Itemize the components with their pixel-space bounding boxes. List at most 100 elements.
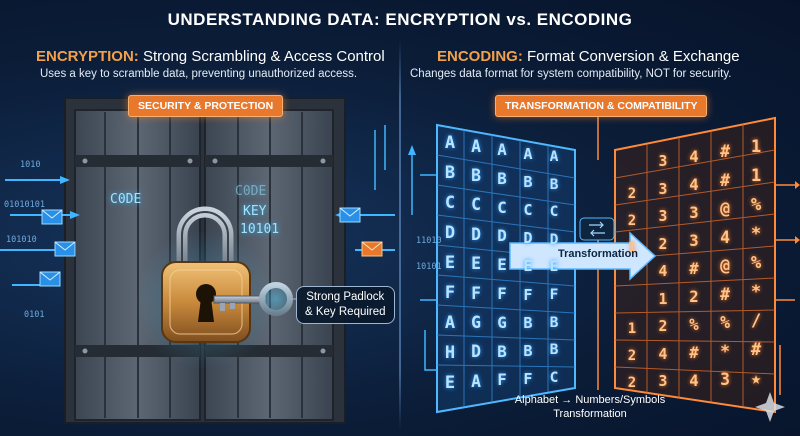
callout-line: Strong Padlock xyxy=(306,291,385,303)
alphabet-grid-cell: A xyxy=(471,136,481,156)
callout-line: & Key Required xyxy=(305,306,386,318)
symbol-grid-cell: 2 xyxy=(689,288,699,306)
alphabet-grid-cell: D xyxy=(444,223,456,243)
alphabet-grid-cell: D xyxy=(497,226,507,246)
symbol-grid-cell: # xyxy=(720,284,730,304)
binary-stream: 01010101 xyxy=(4,200,45,210)
binary-stream: 0101 xyxy=(24,310,45,320)
alphabet-grid-cell: B xyxy=(523,172,533,191)
padlock-callout: Strong Padlock & Key Required xyxy=(296,286,395,324)
symbol-grid-cell: 2 xyxy=(658,235,668,253)
symbol-grid-cell: 4 xyxy=(658,345,668,363)
symbol-grid-cell: 3 xyxy=(658,153,668,170)
alphabet-grid-cell: C xyxy=(549,203,559,221)
symbol-grid-panel xyxy=(614,116,776,414)
alphabet-grid-cell: F xyxy=(444,283,456,303)
encryption-subtitle: Uses a key to scramble data, preventing … xyxy=(40,68,358,80)
symbol-grid-cell: % xyxy=(750,253,762,273)
symbol-grid-cell: 4 xyxy=(720,227,730,247)
alphabet-grid-cell: F xyxy=(523,370,533,389)
alphabet-grid-cell: F xyxy=(471,283,481,303)
alphabet-grid-cell: E xyxy=(444,373,456,393)
sparkle-icon xyxy=(755,392,785,422)
symbol-grid-cell: 2 xyxy=(627,348,637,364)
symbol-grid-cell: 1 xyxy=(627,321,637,337)
output-arrows-orange xyxy=(775,181,800,395)
door-code-label-left: C0DE xyxy=(110,192,142,207)
alphabet-grid-cell: E xyxy=(549,258,559,276)
alphabet-grid-cell: F xyxy=(523,285,533,304)
door-code-label-right: C0DE xyxy=(235,184,267,199)
binary-stream: 10101 xyxy=(416,262,442,272)
encoding-caption: Alphabet → Numbers/Symbols Transformatio… xyxy=(500,393,680,421)
encoding-heading-accent: ENCODING: xyxy=(437,48,523,65)
alphabet-grid-panel xyxy=(436,123,576,414)
alphabet-grid-cell: D xyxy=(471,342,481,362)
caption-line: Alphabet → Numbers/Symbols xyxy=(514,394,666,406)
caption-line: Transformation xyxy=(553,408,627,420)
alphabet-grid-cell: B xyxy=(444,163,456,183)
binary-stream: 11010 xyxy=(416,236,442,246)
data-flow-arrows-right xyxy=(408,145,437,371)
symbol-grid-cell: % xyxy=(689,316,699,334)
transformation-label: Transformation xyxy=(557,248,639,260)
symbol-grid-cell: 2 xyxy=(658,318,668,335)
symbol-grid-cell: 3 xyxy=(689,232,699,250)
symbol-grid-cell: # xyxy=(720,170,730,190)
symbol-grid-cell: 4 xyxy=(658,263,668,280)
encryption-heading: ENCRYPTION: Strong Scrambling & Access C… xyxy=(36,48,385,65)
alphabet-grid-cell: E xyxy=(497,255,507,275)
symbol-grid-cell: 1 xyxy=(627,240,637,256)
symbol-grid-cell: 4 xyxy=(689,372,699,390)
alphabet-grid-cell: E xyxy=(523,257,533,276)
alphabet-grid-cell: A xyxy=(471,371,481,391)
alphabet-grid-cell: A xyxy=(523,144,533,163)
symbol-grid-cell: * xyxy=(720,341,730,361)
alphabet-grid-cell: C xyxy=(523,200,533,219)
symbol-grid-cell: 2 xyxy=(627,186,637,202)
alphabet-grid-cell: B xyxy=(523,341,533,360)
alphabet-grid-cell: E xyxy=(444,253,456,273)
encoding-heading: ENCODING: Format Conversion & Exchange xyxy=(437,48,740,65)
encoding-heading-rest: Format Conversion & Exchange xyxy=(527,48,740,65)
symbol-grid-cell: ★ xyxy=(750,369,762,389)
alphabet-grid-cell: A xyxy=(549,148,559,165)
symbol-grid-cell: % xyxy=(750,195,762,215)
symbol-grid-cell: 3 xyxy=(689,204,699,222)
symbol-grid-cell: % xyxy=(720,313,730,332)
symbol-grid-cell: 4 xyxy=(689,176,699,194)
alphabet-grid-cell: B xyxy=(497,168,507,188)
alphabet-grid-cell: B xyxy=(549,341,559,359)
door-binary-label: 10101 xyxy=(240,222,280,237)
symbol-grid-cell: 2 xyxy=(627,375,637,391)
alphabet-grid-cell: C xyxy=(497,197,507,217)
symbol-grid-cell: * xyxy=(750,224,762,244)
symbol-grid-cell: * xyxy=(750,282,762,302)
symbol-grid-cell: # xyxy=(689,344,699,362)
alphabet-grid-cell: D xyxy=(549,230,559,248)
security-badge: SECURITY & PROTECTION xyxy=(128,95,284,117)
encryption-heading-accent: ENCRYPTION: xyxy=(36,48,139,65)
alphabet-grid-cell: B xyxy=(497,341,507,361)
binary-stream: 101010 xyxy=(6,235,37,245)
symbol-grid-cell: @ xyxy=(720,199,730,218)
transformation-arrow xyxy=(509,217,657,281)
symbol-grid-cell: @ xyxy=(720,256,730,275)
door-key-label: KEY xyxy=(243,204,267,219)
symbol-grid-cell: 2 xyxy=(627,213,637,229)
alphabet-grid-cell: B xyxy=(549,313,559,331)
alphabet-grid-cell: D xyxy=(523,229,533,248)
symbol-grid-cell: 4 xyxy=(689,148,699,166)
alphabet-grid-cell: B xyxy=(523,313,533,332)
alphabet-grid-cell: C xyxy=(444,193,456,213)
alphabet-grid-cell: A xyxy=(497,140,507,159)
alphabet-grid-cell: F xyxy=(497,284,507,303)
alphabet-grid-cell: D xyxy=(471,224,481,244)
alphabet-grid-cell: H xyxy=(444,343,456,363)
symbol-grid-cell: 1 xyxy=(658,290,668,308)
binary-stream: 1010 xyxy=(20,160,41,170)
key-icon xyxy=(213,281,294,317)
symbol-grid-cell: # xyxy=(689,260,699,278)
alphabet-grid-cell: A xyxy=(444,313,456,333)
